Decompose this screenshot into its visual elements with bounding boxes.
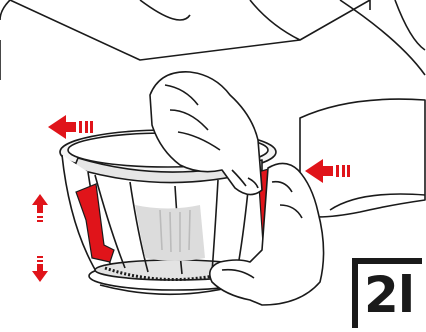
appliance-outline — [0, 0, 425, 80]
arrow-left-top-icon — [48, 115, 93, 139]
right-arm — [300, 99, 425, 217]
step-badge: 2l — [348, 252, 426, 332]
arrow-up-icon — [32, 194, 48, 222]
step-label: 2l — [352, 258, 426, 332]
arrow-down-icon — [32, 256, 48, 282]
right-hand — [210, 163, 324, 305]
